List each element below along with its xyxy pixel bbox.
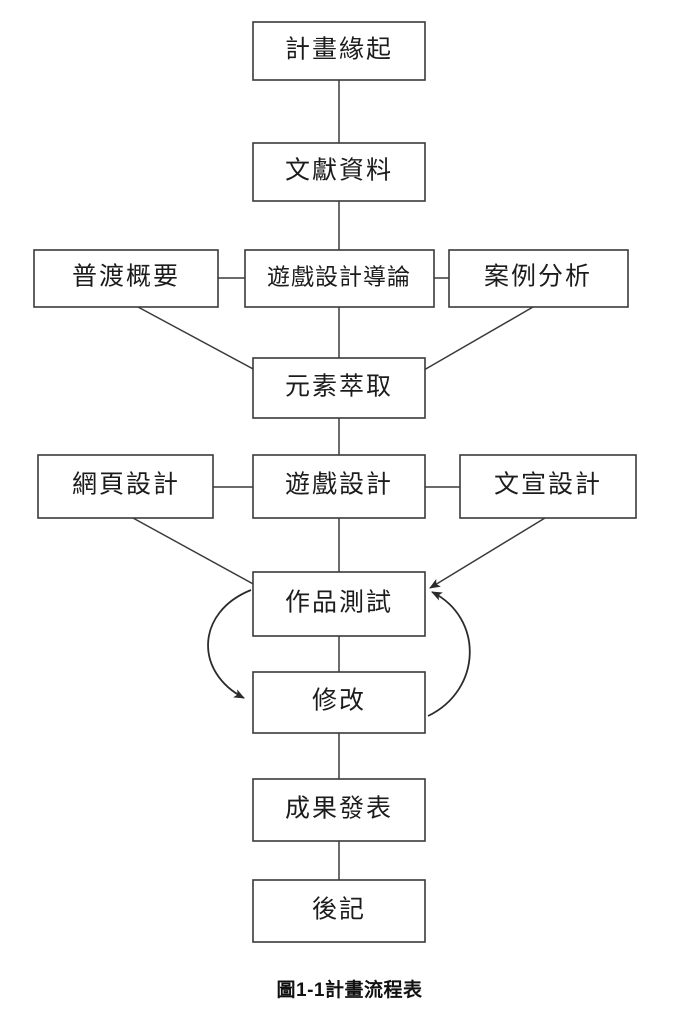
node-web-design[interactable]: 網頁設計	[37, 454, 214, 519]
node-game-design[interactable]: 遊戲設計	[252, 454, 426, 519]
node-layer: 計畫緣起 文獻資料 普渡概要 遊戲設計導論 案例分析 元素萃取	[33, 21, 637, 943]
node-purdue-overview-label: 普渡概要	[72, 263, 180, 291]
node-results-presentation-label: 成果發表	[285, 795, 393, 823]
edge-layer	[132, 80, 546, 880]
node-results-presentation[interactable]: 成果發表	[252, 778, 426, 842]
node-game-design-intro-label: 遊戲設計導論	[267, 264, 411, 289]
node-web-design-label: 網頁設計	[72, 471, 180, 499]
edge-web-design-diagonal-to-product-testing	[132, 517, 256, 586]
edge-promo-design-diagonal-to-product-testing	[429, 517, 546, 589]
node-game-design-label: 遊戲設計	[285, 471, 393, 499]
node-element-extraction-label: 元素萃取	[285, 373, 393, 401]
node-case-study[interactable]: 案例分析	[448, 249, 629, 308]
node-origin-label: 計畫緣起	[285, 36, 393, 64]
edge-purdue-diagonal-to-element-extraction	[137, 306, 256, 371]
node-product-testing[interactable]: 作品測試	[252, 571, 426, 637]
node-element-extraction[interactable]: 元素萃取	[252, 357, 426, 419]
node-revise-label: 修改	[312, 687, 366, 715]
node-postscript[interactable]: 後記	[252, 879, 426, 943]
node-promo-design[interactable]: 文宣設計	[459, 454, 637, 519]
edge-loop-revise-to-testing-curve	[427, 591, 471, 717]
node-literature-label: 文獻資料	[285, 157, 393, 185]
node-game-design-intro[interactable]: 遊戲設計導論	[244, 249, 435, 308]
node-case-study-label: 案例分析	[484, 263, 592, 291]
node-purdue-overview[interactable]: 普渡概要	[33, 249, 219, 308]
node-product-testing-label: 作品測試	[285, 589, 393, 617]
node-origin[interactable]: 計畫緣起	[252, 21, 426, 81]
node-revise[interactable]: 修改	[252, 671, 426, 734]
edge-loop-testing-to-revise-curve	[207, 589, 252, 699]
edge-case-study-diagonal-to-element-extraction	[423, 306, 534, 371]
node-promo-design-label: 文宣設計	[494, 471, 602, 499]
node-literature[interactable]: 文獻資料	[252, 142, 426, 202]
node-postscript-label: 後記	[312, 896, 366, 924]
figure-caption: 圖1-1計畫流程表	[276, 980, 423, 1001]
